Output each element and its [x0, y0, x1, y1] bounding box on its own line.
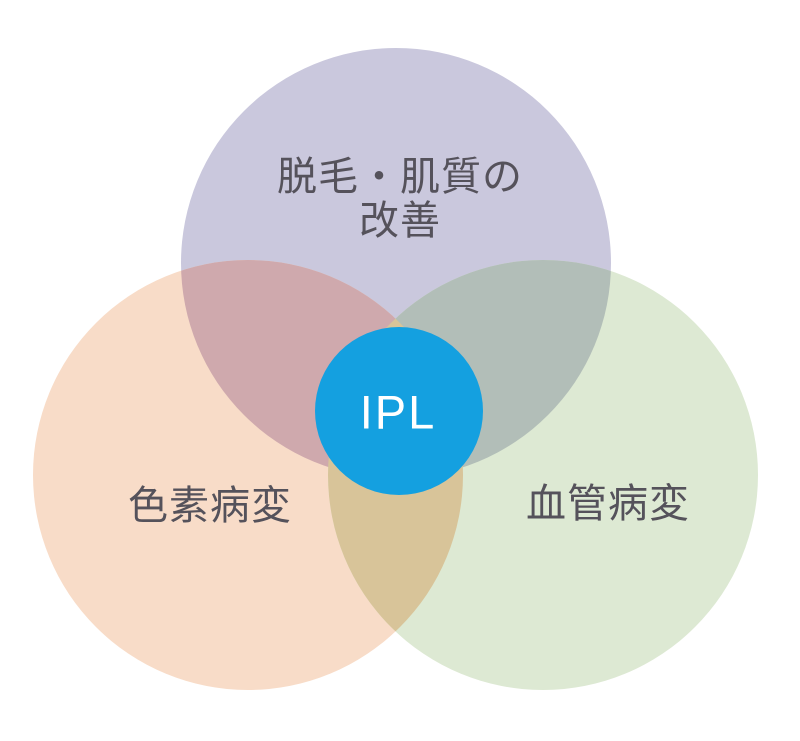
left-circle-label: 色素病変: [128, 484, 292, 528]
center-circle-label: IPL: [360, 386, 437, 439]
center-circle: [315, 327, 483, 495]
top-circle-label-line2: 改善: [359, 199, 441, 243]
right-circle-label: 血管病変: [526, 482, 690, 526]
top-circle-label-line1: 脱毛・肌質の: [277, 155, 523, 199]
